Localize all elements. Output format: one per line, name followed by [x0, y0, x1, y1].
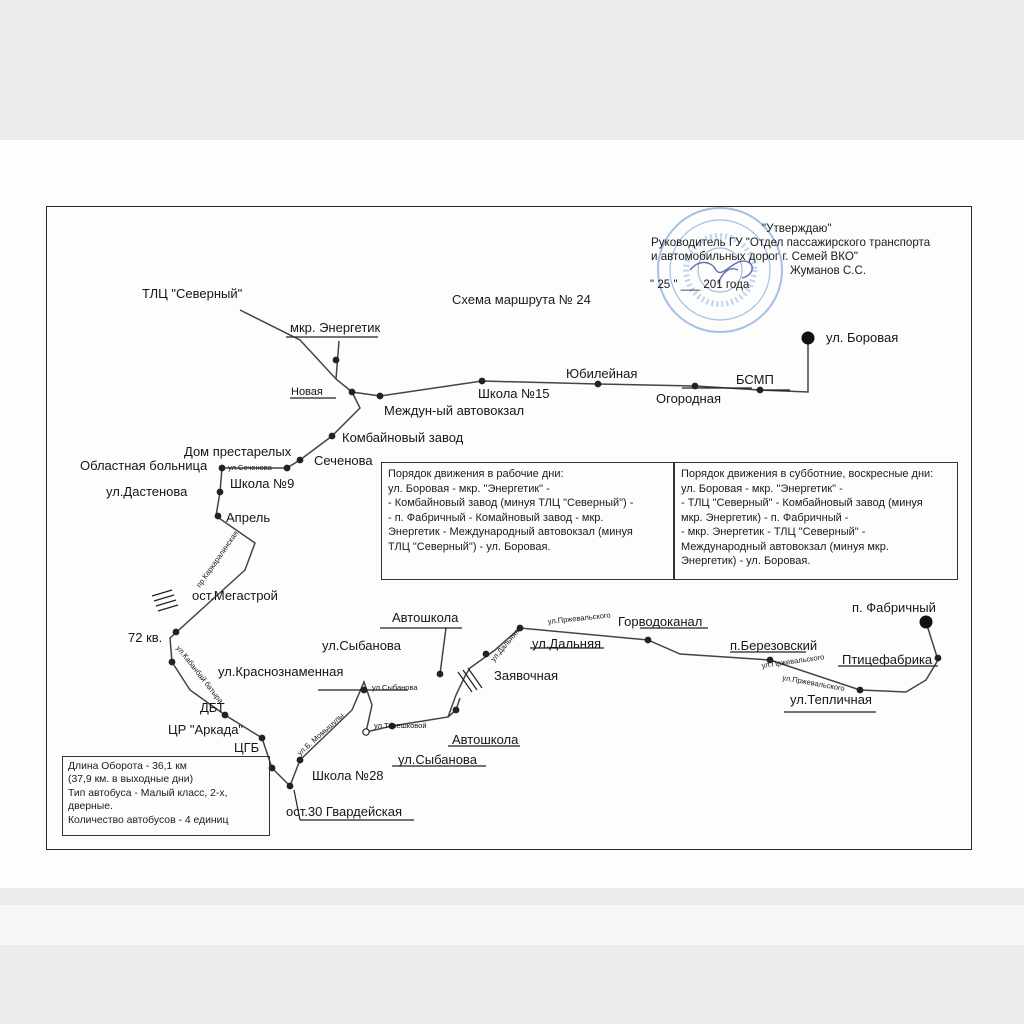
diagram-title: Схема маршрута № 24	[452, 292, 591, 307]
label-dbt: ДБТ	[200, 700, 225, 715]
stop-dot	[516, 624, 524, 632]
label-sybanova-1: ул.Сыбанова	[322, 638, 402, 653]
route-line-spine	[169, 391, 361, 787]
stop-dot	[214, 512, 222, 520]
stop-dot	[328, 432, 336, 440]
street-momyshuly: ул.Б. Момышулы	[295, 711, 345, 758]
label-fabrichny: п. Фабричный	[852, 600, 936, 615]
label-arkada: ЦР "Аркада"	[168, 722, 243, 737]
street-przhevalsky-1: ул.Пржевальского	[547, 610, 611, 626]
label-cgb: ЦГБ	[234, 740, 259, 755]
label-gorvodokanal: Горводоканал	[618, 614, 702, 629]
approval-line-1: Руководитель ГУ "Отдел пассажирского тра…	[651, 236, 931, 249]
label-shkola15: Школа №15	[478, 386, 550, 401]
label-tlc: ТЛЦ "Северный"	[142, 286, 243, 301]
label-sechenova: Сеченова	[314, 453, 373, 468]
approval-line-2: и автомобильных дорог г. Семей ВКО"	[651, 250, 859, 263]
stop-dot	[482, 650, 490, 658]
label-72kv: 72 кв.	[128, 630, 162, 645]
stop-dot	[452, 706, 460, 714]
label-sybanova-2: ул.Сыбанова	[398, 752, 478, 767]
stop-dot	[172, 628, 180, 636]
stop-dot	[594, 380, 602, 388]
label-dom: Дом престарелых	[184, 444, 292, 459]
stop-dot	[332, 356, 340, 364]
label-megastroi: ост.Мегастрой	[192, 588, 278, 603]
stop-dot	[258, 734, 266, 742]
stop-markers	[168, 331, 942, 790]
stop-dot	[296, 456, 304, 464]
stop-dot	[218, 464, 226, 472]
label-borovaya: ул. Боровая	[826, 330, 898, 345]
official-stamp	[657, 207, 783, 333]
label-shkola28: Школа №28	[312, 768, 384, 783]
label-bsmp: БСМП	[736, 372, 774, 387]
approval-signature-name: Жуманов С.С.	[790, 264, 867, 277]
stop-dot	[376, 392, 384, 400]
label-teplichnaya: ул.Тепличная	[790, 692, 872, 707]
route-info-box: Длина Оборота - 36,1 км (37,9 км. в выхо…	[62, 756, 270, 836]
label-dalnyaya: ул.Дальняя	[532, 636, 601, 651]
stop-dot	[436, 670, 444, 678]
street-dalnyaya: ул.Дальняя	[489, 627, 522, 663]
label-underlines	[286, 336, 938, 821]
label-dastenova: ул.Дастенова	[106, 484, 188, 499]
stop-dot	[388, 722, 396, 730]
label-aprel: Апрель	[226, 510, 270, 525]
label-zayavochnaya: Заявочная	[494, 668, 558, 683]
label-yubileinaya: Юбилейная	[566, 366, 637, 381]
label-bolnica: Областная больница	[80, 458, 208, 473]
station-labels: ул. Боровая БСМП Огородная Юбилейная Шко…	[80, 286, 936, 819]
signature-mark	[689, 260, 753, 285]
street-sybanova: ул.Сыбанова	[372, 683, 418, 692]
stop-dot	[766, 656, 774, 664]
stop-dot	[348, 388, 356, 396]
stop-ring	[362, 728, 370, 736]
stop-dot	[644, 636, 652, 644]
street-tereshkovoi: ул.Терешковой	[374, 721, 427, 730]
label-pticefabrika: Птицефабрика	[842, 652, 933, 667]
stop-dot	[856, 686, 864, 694]
label-avtoshkola-1: Автошкола	[392, 610, 459, 625]
label-kombain: Комбайновый завод	[342, 430, 464, 445]
route-line-avtoshkola	[439, 627, 447, 675]
label-energetik: мкр. Энергетик	[290, 320, 381, 335]
stop-dot	[934, 654, 942, 662]
paper-sheet	[0, 140, 1024, 888]
approval-date: " 25 " ___ 201 года	[650, 278, 750, 291]
label-avtovokzal: Междун-ый автовокзал	[384, 403, 524, 418]
stop-dot	[296, 756, 304, 764]
stop-dot	[283, 464, 291, 472]
stop-dot	[221, 711, 229, 719]
street-przhevalsky-3: ул.Пржевальского	[782, 673, 846, 693]
weekend-schedule-box: Порядок движения в субботние, воскресные…	[674, 462, 958, 580]
rail-crossings	[151, 589, 483, 693]
approval-heading: "Утверждаю"	[762, 222, 832, 235]
label-berezovsky: п.Березовский	[730, 638, 817, 653]
document-frame	[46, 206, 972, 850]
stop-dot	[168, 658, 176, 666]
label-shkola9: Школа №9	[230, 476, 294, 491]
terminus-borovaya-dot	[801, 331, 815, 345]
label-novaya: Новая	[291, 386, 323, 398]
stop-dot	[268, 764, 276, 772]
street-sechenova: ул.Сеченова	[228, 463, 273, 472]
label-gvard: ост.30 Гвардейская	[286, 804, 402, 819]
label-krasnozn: ул.Краснознаменная	[218, 664, 343, 679]
label-ogorodnaya: Огородная	[656, 391, 721, 406]
weekday-schedule-box: Порядок движения в рабочие дни: ул. Боро…	[381, 462, 674, 580]
label-avtoshkola-2: Автошкола	[452, 732, 519, 747]
stop-dot	[478, 377, 486, 385]
terminus-fabrichny-dot	[919, 615, 933, 629]
stop-dot	[286, 782, 294, 790]
stop-dot	[216, 488, 224, 496]
